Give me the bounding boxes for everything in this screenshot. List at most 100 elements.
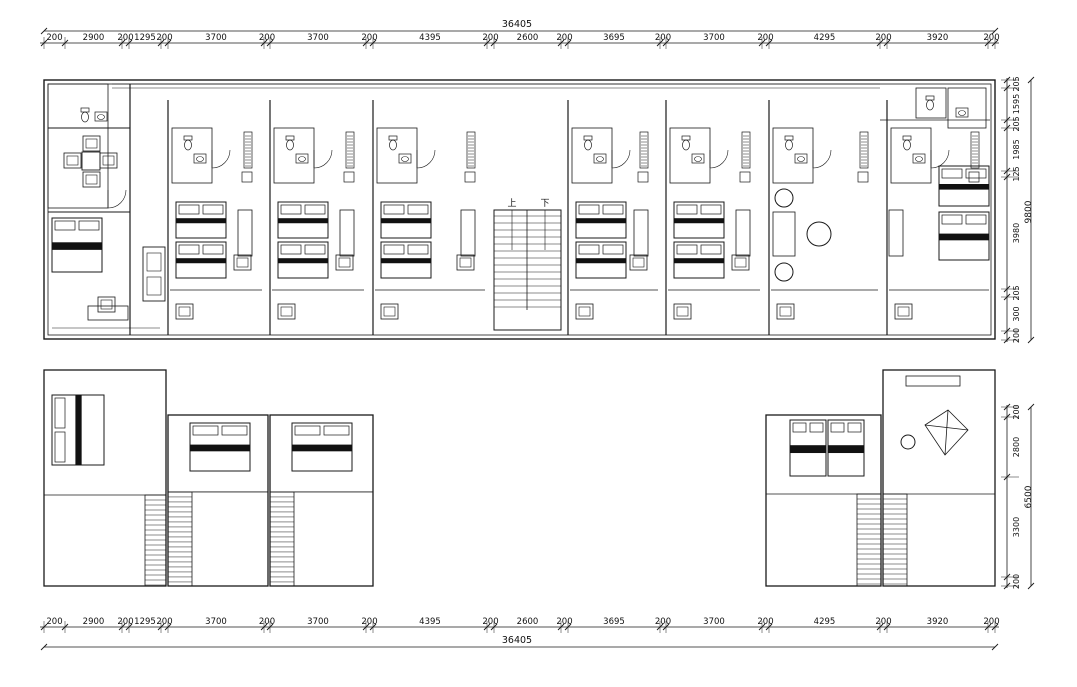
bed-icon	[51, 394, 105, 466]
dimension-label: 200	[482, 617, 498, 627]
pillow-icon	[192, 425, 219, 436]
outline	[894, 303, 913, 320]
outline	[456, 254, 475, 271]
lounge-furniture	[772, 188, 832, 282]
outline	[102, 155, 115, 166]
dimension-label: 200	[259, 33, 275, 43]
guest-room	[167, 100, 262, 335]
armchair-icon	[774, 262, 794, 282]
chair-icon	[894, 303, 913, 320]
pillow-icon	[221, 425, 248, 436]
round-stool-icon	[900, 434, 916, 450]
toilet-icon	[80, 107, 90, 123]
dimension-label: 200	[156, 617, 172, 627]
loft-right-b	[882, 369, 996, 587]
dimension-label: 200	[482, 33, 498, 43]
shower-icon	[243, 131, 253, 169]
bed-icon	[938, 165, 990, 207]
bed-blanket-stripe	[190, 444, 250, 452]
stair-down-label: 下	[540, 199, 549, 209]
outline	[295, 153, 309, 164]
pillow-icon	[54, 220, 76, 231]
bed-icon	[673, 241, 725, 279]
bed-icon	[380, 201, 432, 239]
outline	[142, 246, 166, 302]
cabinet-icon	[464, 171, 476, 183]
dimension-label: 200	[46, 33, 62, 43]
cabinet-icon	[857, 171, 869, 183]
dimension-label: 200	[655, 617, 671, 627]
door-swing-icon	[611, 149, 631, 169]
dimension-label: 205	[1012, 285, 1021, 300]
guest-room	[768, 100, 878, 335]
dimension-label: 3695	[603, 33, 625, 43]
dimension-label: 200	[361, 33, 377, 43]
outline	[99, 152, 118, 169]
total-length-bottom: 36405	[502, 635, 532, 646]
sink-icon	[955, 107, 969, 118]
dimension-label: 200	[259, 617, 275, 627]
toilet-icon	[902, 135, 912, 151]
pillow-icon	[792, 422, 807, 433]
outline	[82, 171, 101, 188]
outline	[593, 153, 607, 164]
dimension-label: 125	[1012, 166, 1021, 181]
pillow-icon	[407, 204, 429, 215]
bed-icon	[827, 419, 865, 477]
dimension-tick	[1027, 76, 1035, 84]
chair-icon	[380, 303, 399, 320]
outline	[925, 95, 935, 101]
stair-direction-labels: 上 下	[507, 198, 549, 209]
dimension-label: 3700	[703, 617, 725, 627]
pillow-icon	[602, 244, 624, 255]
bed-icon	[291, 422, 353, 472]
dimension-label: 3980	[1012, 223, 1021, 243]
dimension-label: 4395	[419, 33, 441, 43]
outline	[193, 153, 207, 164]
round-table-icon	[81, 151, 101, 171]
chair-icon	[63, 152, 82, 169]
dimension-label: 200	[556, 33, 572, 43]
dimension-label: 200	[117, 617, 133, 627]
bed-blanket-stripe	[674, 218, 724, 224]
loft-left-a	[43, 369, 167, 587]
chair-icon	[82, 135, 101, 152]
bed-blanket-stripe	[278, 218, 328, 224]
outline	[955, 107, 969, 118]
door-swing-icon	[211, 149, 231, 169]
outline	[632, 257, 645, 268]
outline	[681, 135, 691, 141]
toilet-icon	[388, 135, 398, 151]
building-floor	[43, 79, 996, 340]
dimension-label: 200	[1012, 404, 1021, 419]
toilet-icon	[681, 135, 691, 151]
desk-icon	[633, 209, 649, 257]
loft-stair-icon	[882, 493, 908, 587]
outline	[233, 254, 252, 271]
bed-icon	[575, 241, 627, 279]
bed-blanket-stripe	[576, 218, 626, 224]
outline	[493, 209, 562, 331]
pillow-icon	[383, 204, 405, 215]
umbrella-table-icon	[924, 409, 969, 456]
dimension-label: 4395	[419, 617, 441, 627]
desk-icon	[339, 209, 355, 257]
outline	[902, 135, 912, 141]
bed-blanket-stripe	[52, 242, 102, 250]
washroom	[47, 83, 109, 129]
dimension-label: 300	[1012, 306, 1021, 321]
dimension-label: 200	[983, 617, 999, 627]
pillow-icon	[54, 397, 66, 429]
pillow-icon	[578, 204, 600, 215]
outline	[383, 306, 396, 317]
guest-room	[886, 100, 990, 335]
outline	[912, 153, 926, 164]
dimension-tick	[40, 27, 48, 35]
pillow-icon	[700, 244, 722, 255]
outline	[85, 174, 98, 185]
door-swing-icon	[930, 149, 950, 169]
